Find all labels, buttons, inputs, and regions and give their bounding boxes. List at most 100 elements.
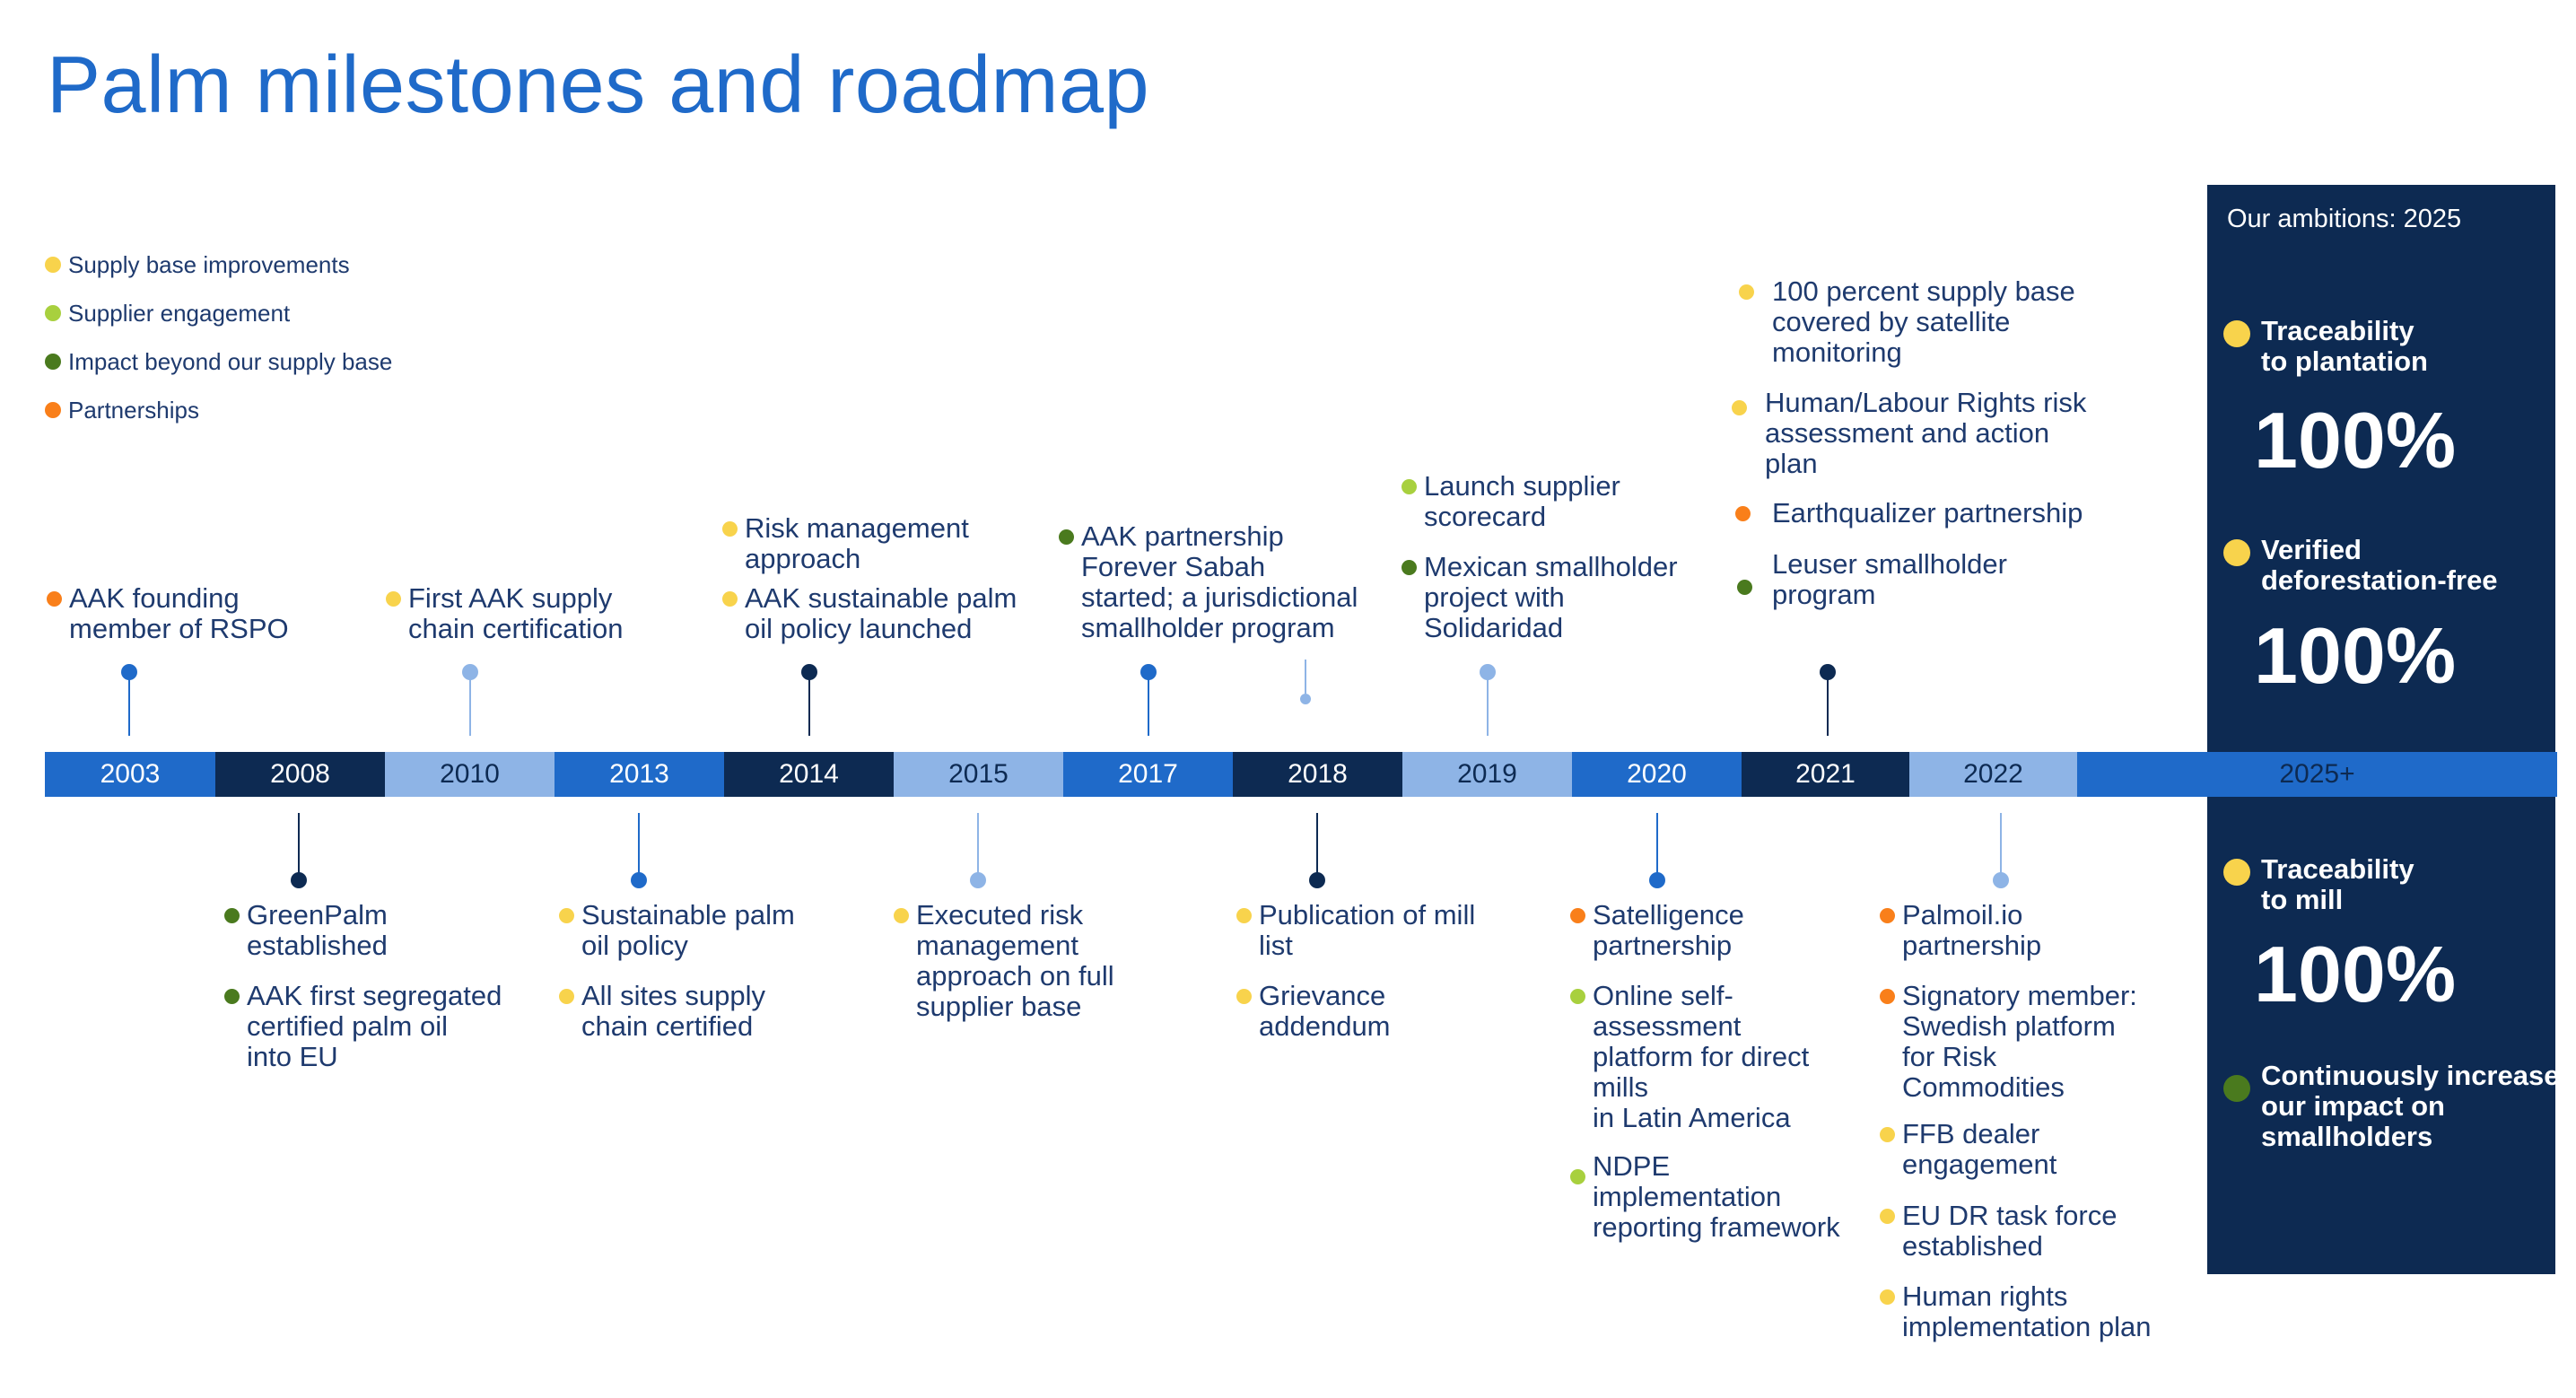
- event-text: NDPE implementation reporting framework: [1593, 1150, 1840, 1243]
- legend-item-partnerships: Partnerships: [45, 386, 392, 434]
- stem-2003: [128, 673, 130, 736]
- legend-label: Partnerships: [68, 396, 199, 424]
- ambitions-heading: Our ambitions: 2025: [2227, 205, 2462, 233]
- event-2021-earthqualizer: Earthqualizer partnership: [1735, 498, 2083, 529]
- ambitions-panel: [2207, 185, 2555, 1274]
- timeline-year-2017: 2017: [1063, 752, 1233, 797]
- legend-dot: [45, 257, 61, 273]
- event-text: Executed risk management approach on ful…: [916, 899, 1114, 1022]
- event-dot: [386, 591, 401, 607]
- event-dot: [1735, 506, 1751, 521]
- event-2022-signatory: Signatory member: Swedish platform for R…: [1880, 981, 2137, 1103]
- event-dot: [722, 591, 738, 607]
- event-2019-scorecard: Launch supplier scorecard: [1402, 471, 1620, 532]
- stem-2020: [1656, 813, 1658, 876]
- stem-dot-2014: [801, 664, 817, 680]
- legend-dot: [45, 402, 61, 418]
- timeline-year-2015: 2015: [894, 752, 1063, 797]
- event-text: EU DR task force established: [1902, 1200, 2118, 1262]
- timeline-year-2019: 2019: [1402, 752, 1572, 797]
- event-text: AAK sustainable palm oil policy launched: [745, 582, 1017, 644]
- stem-dot-2015: [970, 872, 986, 888]
- ambition-label: Traceability to mill: [2261, 853, 2414, 915]
- event-text: Signatory member: Swedish platform for R…: [1902, 980, 2137, 1103]
- ambition-value: 100%: [2254, 396, 2457, 485]
- event-2020-satelligence: Satelligence partnership: [1570, 900, 1744, 961]
- event-text: Publication of mill list: [1259, 899, 1476, 961]
- ambition-traceability-mill: Traceability to mill: [2223, 854, 2414, 915]
- event-2008-segregated: AAK first segregated certified palm oil …: [224, 981, 502, 1072]
- timeline-bar: 2003 2008 2010 2013 2014 2015 2017 2018 …: [45, 752, 2557, 797]
- ambition-value: 100%: [2254, 611, 2457, 700]
- event-dot: [1402, 479, 1417, 494]
- stem-2017: [1148, 673, 1149, 736]
- ambition-dot: [2223, 320, 2250, 347]
- event-dot: [1236, 908, 1252, 923]
- timeline-year-2013: 2013: [554, 752, 724, 797]
- legend-item-impact: Impact beyond our supply base: [45, 337, 392, 386]
- timeline-year-2018: 2018: [1233, 752, 1402, 797]
- ambition-value: 100%: [2254, 930, 2457, 1018]
- event-2015-executed-risk: Executed risk management approach on ful…: [894, 900, 1114, 1022]
- stem-dot-2003: [121, 664, 137, 680]
- event-dot: [722, 521, 738, 537]
- event-dot: [1236, 989, 1252, 1004]
- stem-dot-2018: [1309, 872, 1325, 888]
- stem-2010: [469, 673, 471, 736]
- event-2014-policy: AAK sustainable palm oil policy launched: [722, 583, 1017, 644]
- stem-2008: [298, 813, 300, 876]
- event-text: Human rights implementation plan: [1902, 1280, 2152, 1342]
- timeline-year-2025: 2025+: [2077, 752, 2557, 797]
- event-dot: [224, 908, 240, 923]
- event-dot: [1570, 989, 1585, 1004]
- stem-dot-2020: [1649, 872, 1665, 888]
- event-text: AAK partnership Forever Sabah started; a…: [1081, 520, 1358, 643]
- event-text: Online self- assessment platform for dir…: [1593, 980, 1810, 1133]
- event-text: 100 percent supply base covered by satel…: [1772, 275, 2075, 368]
- event-text: Mexican smallholder project with Solidar…: [1424, 551, 1678, 643]
- stem-2013: [638, 813, 640, 876]
- ambition-deforestation-free: Verified deforestation-free: [2223, 535, 2498, 596]
- event-2008-greenpalm: GreenPalm established: [224, 900, 388, 961]
- event-dot: [559, 989, 574, 1004]
- ambition-traceability-plantation: Traceability to plantation: [2223, 316, 2428, 377]
- timeline-year-2008: 2008: [215, 752, 385, 797]
- event-dot: [1739, 284, 1754, 300]
- legend-label: Supply base improvements: [68, 250, 350, 278]
- event-2018-grievance: Grievance addendum: [1236, 981, 1391, 1042]
- event-2022-palmoil-io: Palmoil.io partnership: [1880, 900, 2041, 961]
- timeline-year-2020: 2020: [1572, 752, 1742, 797]
- ambition-label: Continuously increase our impact on smal…: [2261, 1060, 2560, 1152]
- event-2021-human-rights: Human/Labour Rights risk assessment and …: [1732, 388, 2086, 479]
- timeline-year-2021: 2021: [1742, 752, 1909, 797]
- event-2022-ffb-dealer: FFB dealer engagement: [1880, 1119, 2056, 1180]
- event-2013-policy: Sustainable palm oil policy: [559, 900, 795, 961]
- page-title: Palm milestones and roadmap: [47, 40, 1150, 130]
- event-dot: [559, 908, 574, 923]
- event-text: Launch supplier scorecard: [1424, 470, 1620, 532]
- event-text: AAK founding member of RSPO: [69, 582, 289, 644]
- stem-2018: [1316, 813, 1318, 876]
- event-2020-ndpe: NDPE implementation reporting framework: [1570, 1151, 1840, 1243]
- event-text: FFB dealer engagement: [1902, 1118, 2057, 1180]
- legend-label: Supplier engagement: [68, 299, 291, 327]
- event-text: Leuser smallholder program: [1772, 548, 2007, 610]
- event-text: First AAK supply chain certification: [408, 582, 624, 644]
- stem-2019: [1487, 673, 1489, 736]
- event-dot: [1059, 529, 1074, 545]
- stem-dot-2021: [1820, 664, 1836, 680]
- event-text: GreenPalm established: [247, 899, 388, 961]
- stem-dot-2013: [631, 872, 647, 888]
- legend-dot: [45, 354, 61, 370]
- stem-2022: [2000, 813, 2002, 876]
- timeline-year-2003: 2003: [45, 752, 215, 797]
- event-text: All sites supply chain certified: [581, 980, 766, 1042]
- event-text: Grievance addendum: [1259, 980, 1391, 1042]
- timeline-year-2010: 2010: [385, 752, 554, 797]
- event-dot: [1880, 1127, 1895, 1142]
- event-dot: [224, 989, 240, 1004]
- event-2020-self-assessment: Online self- assessment platform for dir…: [1570, 981, 1809, 1133]
- stem-2015: [977, 813, 979, 876]
- event-2013-sites-certified: All sites supply chain certified: [559, 981, 765, 1042]
- ambition-smallholders: Continuously increase our impact on smal…: [2223, 1061, 2559, 1152]
